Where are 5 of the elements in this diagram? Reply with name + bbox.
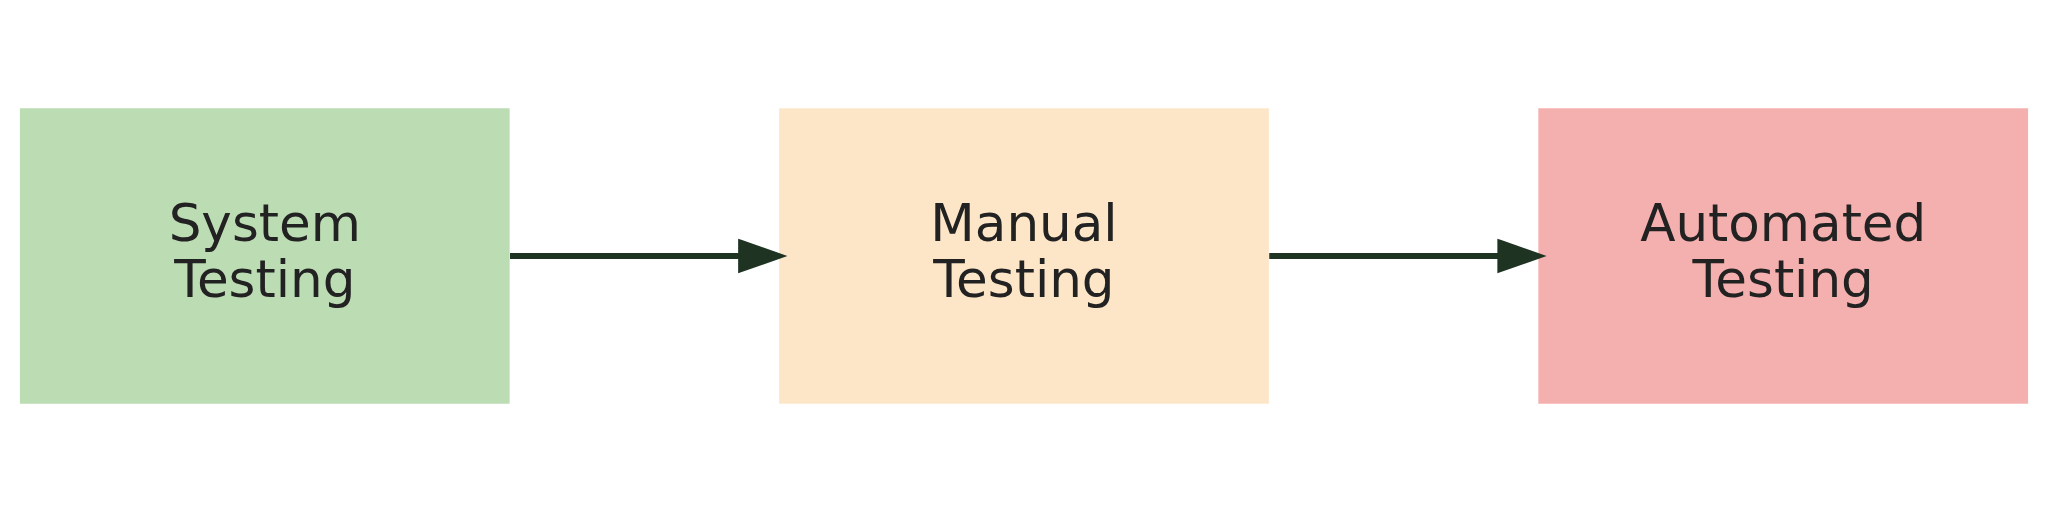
arrow [510,238,788,274]
arrow [1269,238,1547,274]
node-box: Manual Testing [779,108,1269,404]
node-box: System Testing [19,108,510,404]
node-box: Automated Testing [1538,108,2029,404]
